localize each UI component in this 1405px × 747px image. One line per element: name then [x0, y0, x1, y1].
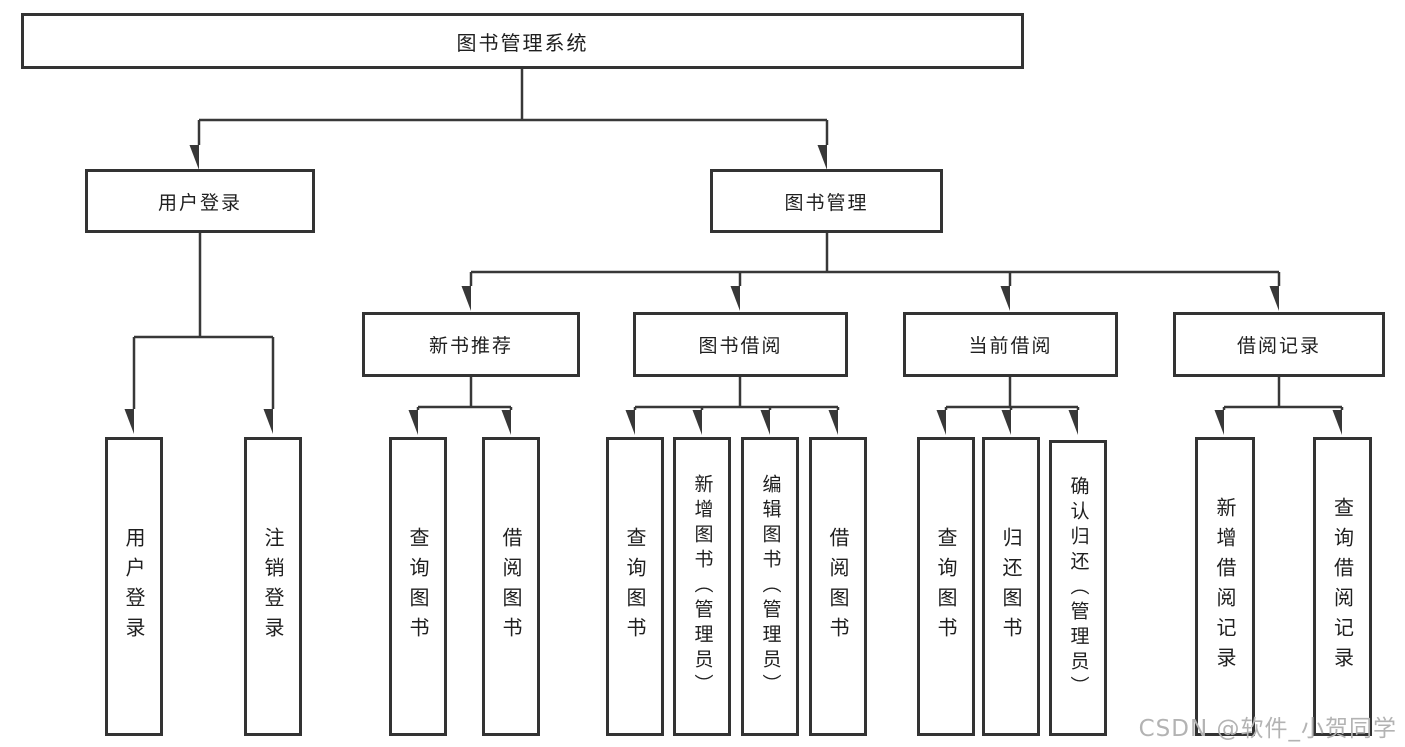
leaf-return-books: 归还图书 [982, 437, 1040, 736]
node-current-borrow: 当前借阅 [903, 312, 1118, 377]
leaf-borrow-books: 借阅图书 [809, 437, 867, 736]
leaf-add-books-admin: 新增图书（管理员） [673, 437, 731, 736]
leaf-logout: 注销登录 [244, 437, 302, 736]
node-book-management: 图书管理 [710, 169, 943, 233]
leaf-query-books-borrow: 查询图书 [606, 437, 664, 736]
leaf-query-borrow-record: 查询借阅记录 [1313, 437, 1372, 736]
node-user-login: 用户登录 [85, 169, 315, 233]
leaf-edit-books-admin: 编辑图书（管理员） [741, 437, 799, 736]
node-borrow-records: 借阅记录 [1173, 312, 1385, 377]
leaf-add-borrow-record: 新增借阅记录 [1195, 437, 1255, 736]
leaf-confirm-return-admin: 确认归还（管理员） [1049, 440, 1107, 736]
leaf-query-books-recommend: 查询图书 [389, 437, 447, 736]
node-new-book-recommend: 新书推荐 [362, 312, 580, 377]
root-node-library-management-system: 图书管理系统 [21, 13, 1024, 69]
leaf-query-books-current: 查询图书 [917, 437, 975, 736]
leaf-borrow-books-recommend: 借阅图书 [482, 437, 540, 736]
csdn-watermark: CSDN @软件_小贺同学 [1138, 716, 1397, 742]
leaf-user-login: 用户登录 [105, 437, 163, 736]
node-book-borrow: 图书借阅 [633, 312, 848, 377]
